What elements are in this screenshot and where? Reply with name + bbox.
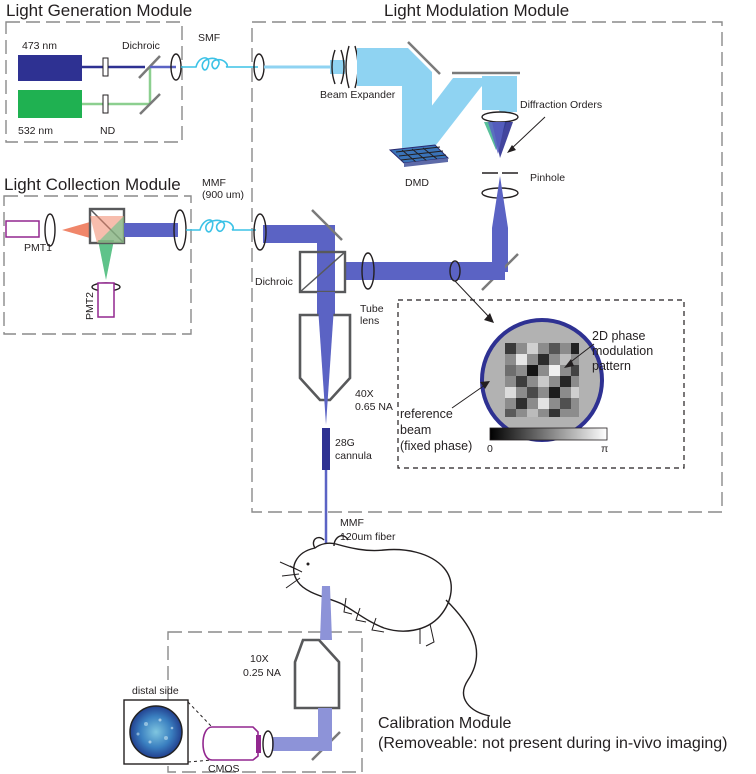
label-cannula: cannula	[335, 450, 372, 462]
calibration-box	[167, 631, 363, 773]
blue-laser	[18, 55, 82, 81]
label-pmt1: PMT1	[24, 242, 52, 254]
cal-beam-horizontal	[272, 737, 332, 751]
beam-to-mmf	[124, 223, 178, 237]
expanded-beam-diagonal	[402, 78, 488, 145]
beam-expander-lens-2	[345, 45, 350, 89]
light-modulation-title: Light Modulation Module	[384, 1, 569, 20]
colorbar-max: π	[601, 443, 608, 455]
label-mmf-fiber-2: 120um fiber	[340, 531, 396, 543]
nd-filter-blue	[102, 57, 109, 77]
speckle-pattern	[129, 705, 183, 759]
cal-beam-vertical	[318, 708, 332, 746]
label-pmt2: PMT2	[84, 292, 96, 320]
colorbar-min: 0	[487, 443, 493, 455]
checkerboard-pattern	[505, 343, 579, 417]
pmt1-lens	[44, 213, 56, 247]
beam-vertical-right	[492, 228, 508, 272]
multimode-fiber-900um	[186, 219, 256, 233]
calibration-title: Calibration Module	[378, 715, 512, 732]
light-collection-title: Light Collection Module	[4, 175, 181, 194]
label-025na: 0.25 NA	[243, 667, 281, 679]
label-mmf-fiber-1: MMF	[340, 517, 364, 529]
tube-lens	[361, 252, 375, 290]
expanded-beam-to-lens	[482, 76, 517, 110]
label-pinhole: Pinhole	[530, 172, 565, 184]
fold-mirror-4	[311, 209, 343, 241]
single-mode-fiber	[181, 57, 258, 71]
pmt1-box	[5, 220, 40, 238]
cmos-camera	[202, 726, 259, 761]
label-lens: lens	[360, 315, 379, 327]
expanded-beam-to-dmd	[357, 48, 432, 152]
label-mmf-collect-1: MMF	[202, 177, 226, 189]
label-beam-expander: Beam Expander	[320, 89, 396, 101]
beam-expander-lens-1	[331, 49, 336, 85]
fluorescence-green	[98, 240, 114, 280]
label-smf: SMF	[198, 32, 220, 44]
pmt2-box	[97, 282, 115, 318]
label-pattern: pattern	[592, 359, 631, 373]
fold-mirror-green	[139, 93, 161, 115]
label-dichroic-gen: Dichroic	[122, 40, 160, 52]
fourier-lens	[481, 111, 519, 123]
label-reference: reference	[400, 407, 453, 421]
light-generation-box	[5, 21, 183, 143]
phase-colorbar	[489, 427, 608, 441]
fold-mirror-1	[407, 41, 441, 75]
label-2d-phase: 2D phase	[592, 329, 646, 343]
mouse-illustration	[279, 535, 491, 717]
label-beam: beam	[400, 423, 431, 437]
label-28g: 28G	[335, 437, 355, 449]
label-distal-side: distal side	[132, 685, 179, 697]
label-532nm: 532 nm	[18, 125, 53, 137]
cannula	[322, 428, 330, 470]
cal-tube-lens	[262, 730, 274, 758]
calibration-note: (Removeable: not present during in-vivo …	[378, 735, 728, 752]
objective-10x	[293, 638, 341, 710]
fluorescence-red	[62, 222, 90, 238]
light-generation-title: Light Generation Module	[6, 1, 192, 20]
nd-filter-green	[102, 94, 109, 114]
label-473nm: 473 nm	[22, 40, 57, 52]
green-laser	[18, 90, 82, 118]
label-dmd: DMD	[405, 177, 429, 189]
label-065na: 0.65 NA	[355, 401, 393, 413]
label-tube: Tube	[360, 303, 384, 315]
label-mmf-collect-2: (900 um)	[202, 189, 244, 201]
distal-output-beam	[320, 586, 332, 640]
objective-40x	[298, 313, 352, 402]
mmf-output-lens	[253, 213, 267, 251]
label-cmos: CMOS	[208, 763, 240, 774]
label-fixed-phase: (fixed phase)	[400, 439, 472, 453]
label-diffraction-orders: Diffraction Orders	[520, 99, 602, 111]
phase-pattern-inset	[397, 299, 685, 469]
label-nd: ND	[100, 125, 116, 137]
label-modulation: modulation	[592, 344, 653, 358]
dichroic-combiner	[138, 55, 161, 79]
label-dichroic-main: Dichroic	[255, 276, 293, 288]
label-10x: 10X	[250, 653, 269, 665]
label-40x: 40X	[355, 388, 374, 400]
light-collection-box	[3, 195, 192, 335]
beam-horizontal-main	[345, 262, 505, 280]
